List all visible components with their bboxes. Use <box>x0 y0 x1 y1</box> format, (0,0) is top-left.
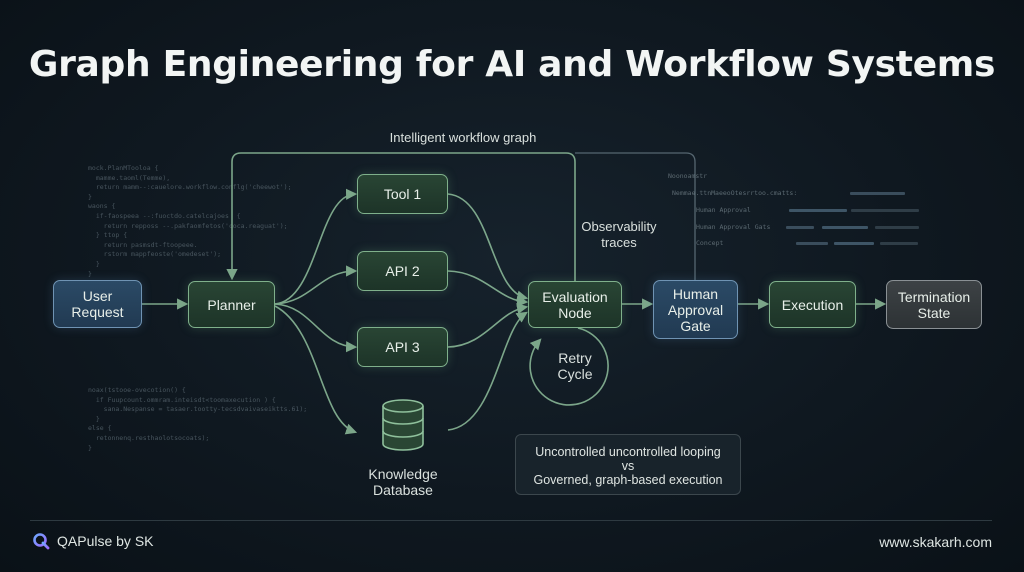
page-title: Graph Engineering for AI and Workflow Sy… <box>28 44 996 85</box>
panel-bar <box>875 226 919 229</box>
user-request-node[interactable]: User Request <box>53 280 142 328</box>
arrow-api3-to-eval <box>447 303 529 348</box>
arrow-tool1-to-eval <box>447 193 529 302</box>
website-link[interactable]: www.skakarh.com <box>879 534 992 550</box>
background-code-top: mock.PlanMTooloa { mamme.taoml(Temme), r… <box>88 164 292 278</box>
background-code-bottom: noax(tstooe-ovecotion() { if Fuupcount.o… <box>88 386 308 452</box>
observability-label: Observability traces <box>581 219 657 250</box>
panel-bar <box>850 192 905 195</box>
api-3-node[interactable]: API 3 <box>357 327 448 367</box>
human-approval-gate-node[interactable]: Human Approval Gate <box>653 280 738 339</box>
execution-node[interactable]: Execution <box>769 281 856 328</box>
panel-bar <box>822 226 868 229</box>
arrow-database-to-eval <box>447 311 528 431</box>
arrow-planner-to-database <box>274 305 358 435</box>
comparison-callout: Uncontrolled uncontrolled looping vs Gov… <box>515 434 741 495</box>
tool-1-node[interactable]: Tool 1 <box>357 174 448 214</box>
callout-line-3: Governed, graph-based execution <box>533 473 723 487</box>
brand-name: QAPulse by SK <box>57 533 154 549</box>
brand: QAPulse by SK <box>32 532 154 550</box>
arrow-api2-to-eval <box>447 270 529 307</box>
top-loop-label: Intelligent workflow graph <box>389 130 537 145</box>
panel-heading: Noonoamstr <box>668 172 708 180</box>
callout-line-2: vs <box>621 459 635 473</box>
callout-line-1: Uncontrolled uncontrolled looping <box>535 445 721 459</box>
panel-row-1: Nemmae.ttnMaeeoOtesrrtoo.cmatts: <box>672 189 798 197</box>
panel-bar <box>851 209 919 212</box>
retry-cycle-label: Retry Cycle <box>557 350 593 382</box>
q-logo-icon <box>33 533 50 550</box>
panel-bar <box>789 209 847 212</box>
panel-row-3: Human Approval Gats <box>696 223 771 231</box>
planner-node[interactable]: Planner <box>188 281 275 328</box>
database-icon <box>382 399 424 451</box>
panel-row-4: Concept <box>696 239 724 247</box>
arrow-planner-to-api2 <box>274 265 358 305</box>
arrow-planner-to-api3 <box>274 303 358 353</box>
panel-row-2: Human Approval <box>696 206 751 214</box>
footer-divider <box>30 520 992 521</box>
top-loop-feedback <box>226 152 576 281</box>
knowledge-database-label: Knowledge Database <box>368 466 438 498</box>
api-2-node[interactable]: API 2 <box>357 251 448 291</box>
panel-bar <box>786 226 814 229</box>
retry-cycle-loop <box>529 327 609 406</box>
termination-state-node[interactable]: Termination State <box>886 280 982 329</box>
arrow-planner-to-tool1 <box>274 188 358 305</box>
panel-bar <box>880 242 918 245</box>
observability-trace-line <box>575 152 696 281</box>
panel-bar <box>796 242 828 245</box>
evaluation-node[interactable]: Evaluation Node <box>528 281 622 328</box>
panel-bar <box>834 242 874 245</box>
